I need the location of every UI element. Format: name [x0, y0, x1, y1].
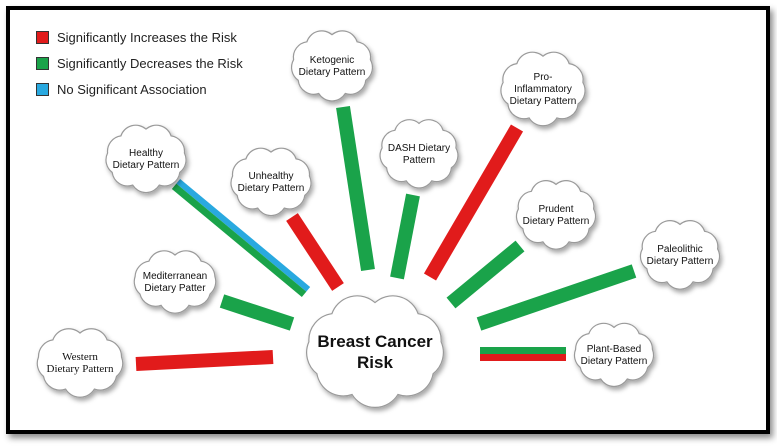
cloud-label-western-line: Western	[62, 351, 98, 363]
legend-item-increase: Significantly Increases the Risk	[36, 24, 243, 50]
cloud-label-pro-inflammatory-line: Pro-	[534, 72, 553, 83]
cloud-label-unhealthy-line: Dietary Pattern	[238, 183, 305, 194]
cloud-shape	[290, 30, 374, 102]
cloud-label-dash-line: DASH Dietary	[388, 143, 450, 154]
cloud-label-unhealthy-line: Unhealthy	[248, 171, 293, 182]
connector-dash-decrease	[390, 193, 420, 280]
cloud-label-plant-based-line: Plant-Based	[587, 344, 641, 355]
connector-healthy-decrease	[171, 183, 307, 297]
connector-pro-inflammatory-increase	[423, 124, 524, 281]
legend: Significantly Increases the Risk Signifi…	[36, 24, 243, 102]
cloud-shape	[105, 124, 187, 194]
legend-label-decrease: Significantly Decreases the Risk	[57, 55, 243, 71]
cloud-shape	[230, 147, 312, 217]
cloud-label-prudent-line: Prudent	[538, 204, 573, 215]
connector-paleolithic-decrease	[476, 264, 637, 331]
cloud-shape	[515, 180, 597, 250]
connector-ketogenic-decrease	[336, 105, 375, 272]
cloud-label-healthy-line: Dietary Pattern	[113, 160, 180, 171]
cloud-label-paleolithic-line: Dietary Pattern	[647, 256, 714, 267]
cloud-shape	[379, 119, 459, 189]
increase-swatch-icon	[36, 30, 49, 44]
cloud-label-pro-inflammatory-line: Dietary Pattern	[510, 96, 577, 107]
cloud-label-healthy-line: Healthy	[129, 148, 163, 159]
cloud-label-prudent-line: Dietary Pattern	[523, 216, 590, 227]
legend-item-decrease: Significantly Decreases the Risk	[36, 50, 243, 76]
center-label-line: Breast Cancer	[317, 332, 433, 351]
connector-western-increase	[135, 350, 274, 371]
center-label-line: Risk	[357, 353, 393, 372]
cloud-label-paleolithic-line: Paleolithic	[657, 244, 703, 255]
cloud-label-ketogenic-line: Dietary Pattern	[299, 67, 366, 78]
cloud-label-plant-based-line: Dietary Pattern	[581, 356, 648, 367]
connector-healthy-none	[176, 179, 311, 292]
cloud-shape	[133, 250, 217, 314]
cloud-shape	[639, 220, 721, 290]
cloud-shape	[36, 328, 124, 398]
legend-label-no-association: No Significant Association	[57, 81, 207, 97]
cloud-shape	[306, 295, 444, 408]
cloud-label-western-line: Dietary Pattern	[47, 363, 114, 375]
cloud-label-mediterranean-line: Mediterranean	[143, 271, 207, 282]
decrease-swatch-icon	[36, 56, 49, 70]
legend-item-no-association: No Significant Association	[36, 76, 243, 102]
cloud-label-mediterranean-line: Dietary Patter	[144, 283, 206, 294]
connector-prudent-decrease	[446, 240, 525, 309]
no-association-swatch-icon	[36, 82, 49, 96]
connector-mediterranean-decrease	[219, 294, 295, 331]
connector-unhealthy-increase	[286, 213, 344, 291]
cloud-shape	[573, 322, 655, 388]
cloud-label-pro-inflammatory-line: Inflammatory	[514, 84, 572, 95]
cloud-label-dash-line: Pattern	[403, 155, 435, 166]
cloud-label-ketogenic-line: Ketogenic	[310, 55, 354, 66]
cloud-shape	[500, 51, 586, 127]
legend-label-increase: Significantly Increases the Risk	[57, 29, 237, 45]
